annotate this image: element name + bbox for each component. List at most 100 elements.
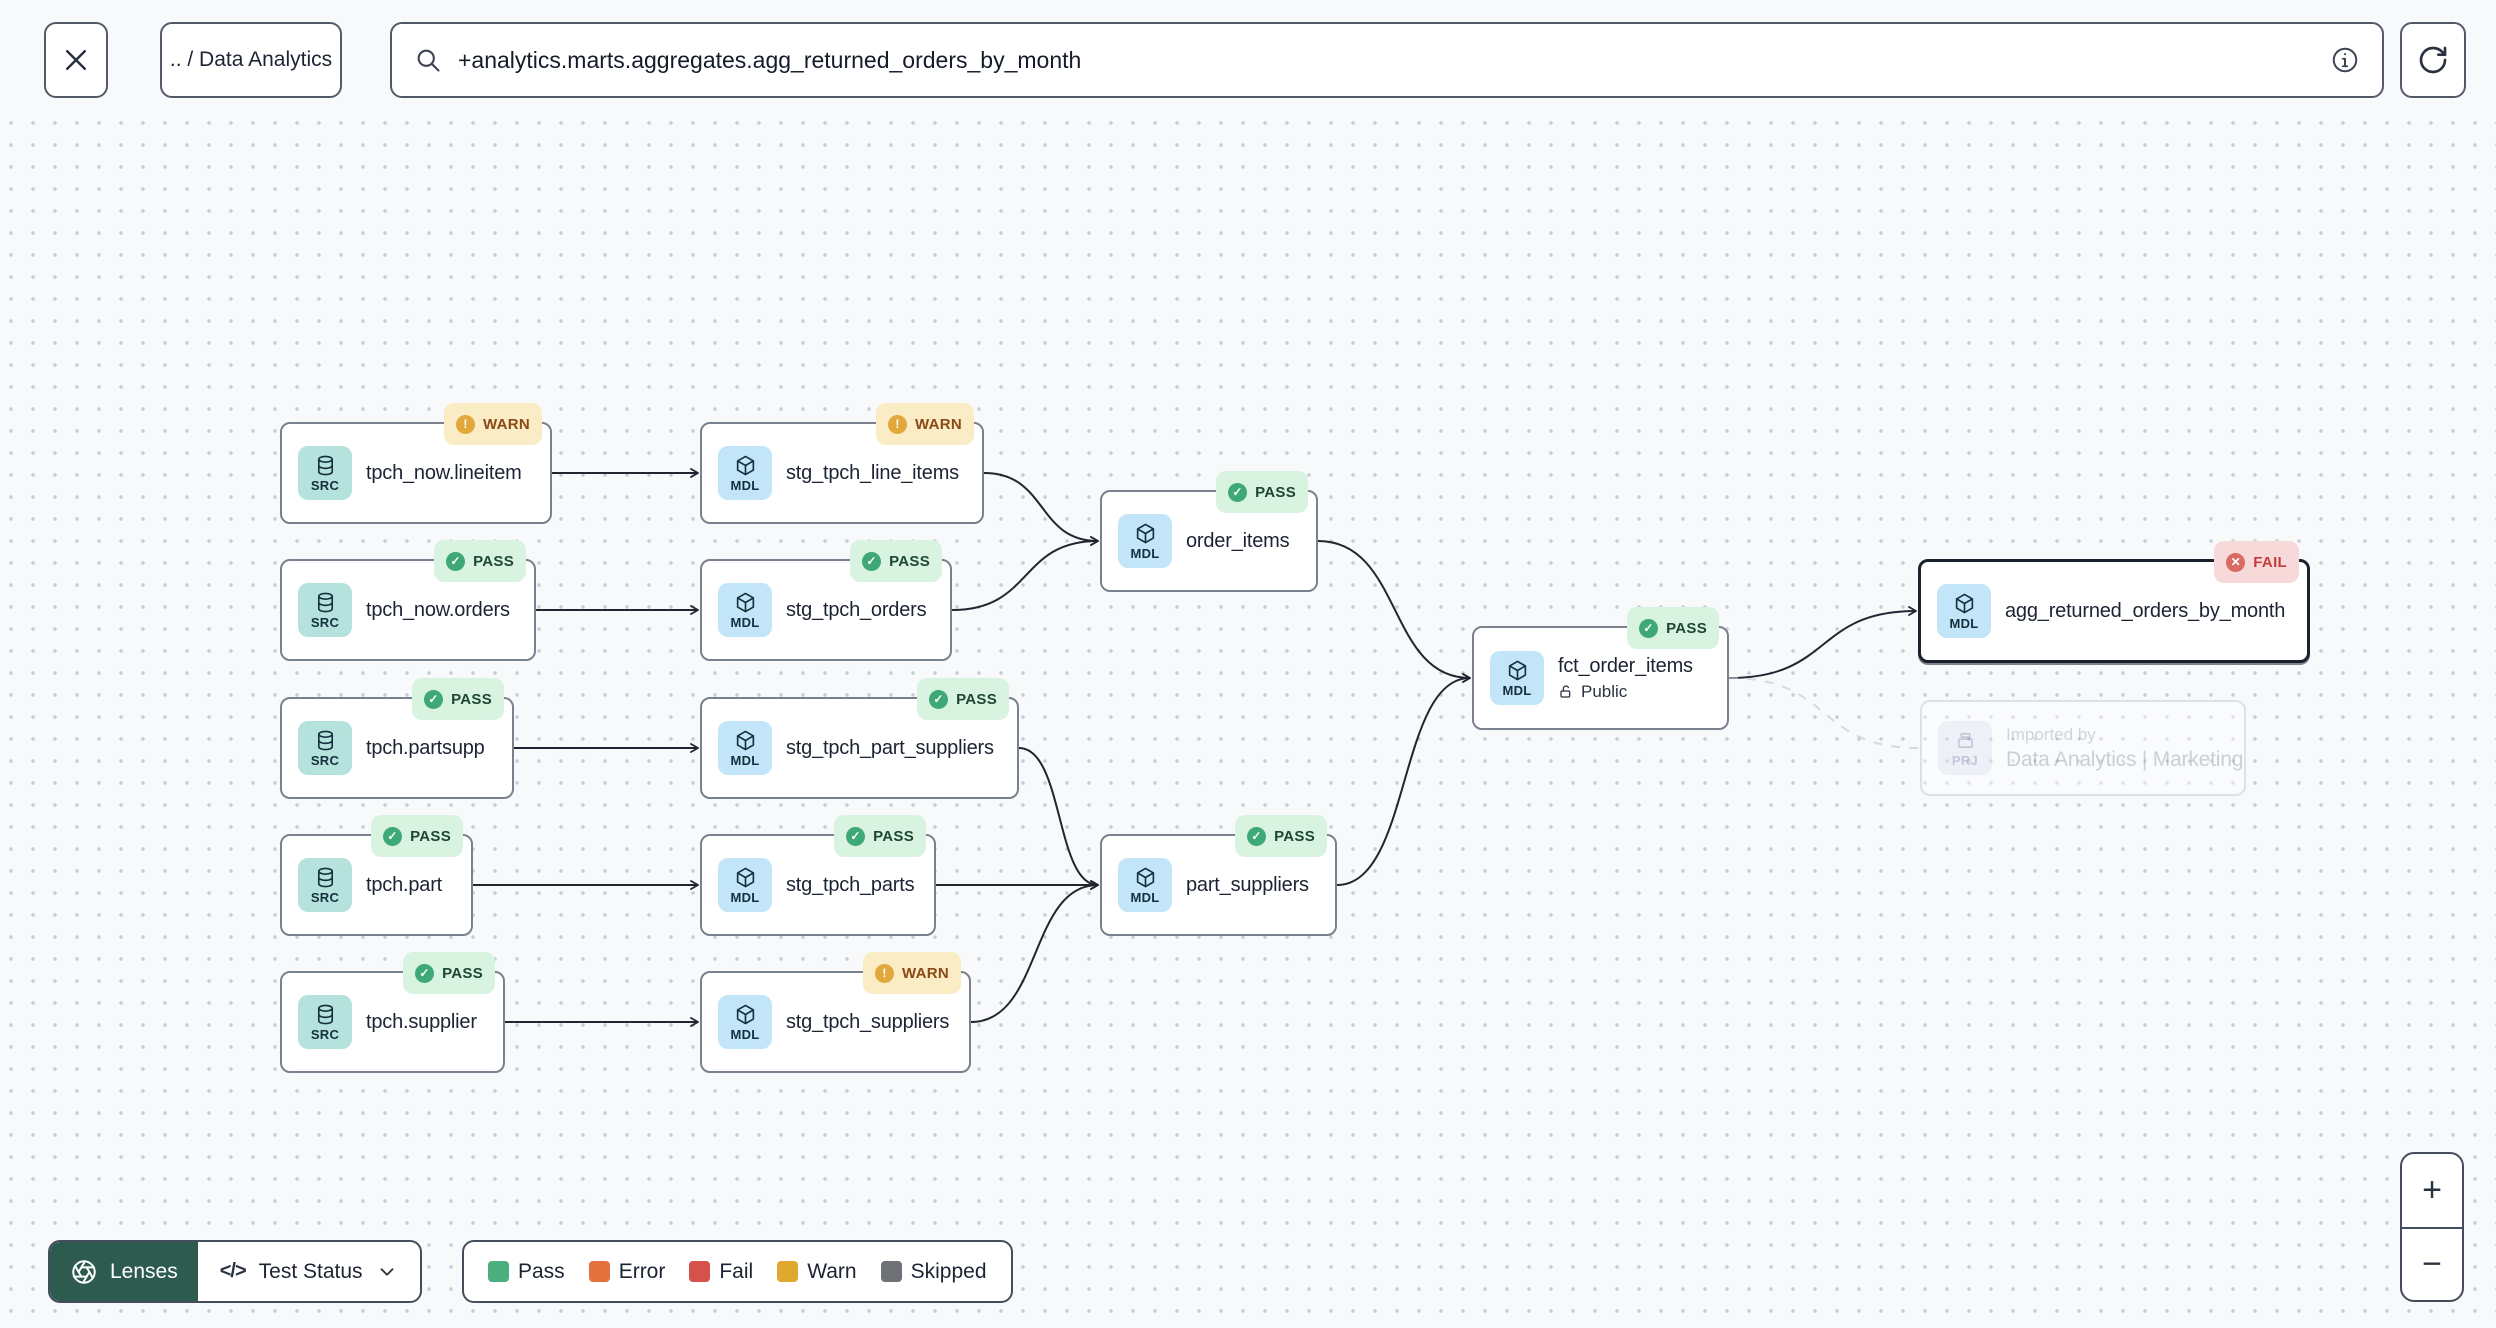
status-badge-warn: !WARN [875,403,974,445]
project-icon: PRJ [1938,721,1992,775]
info-icon[interactable] [2330,45,2360,75]
node-title: tpch.supplier [366,1010,477,1033]
status-badge-warn: !WARN [862,952,961,994]
node-title: stg_tpch_suppliers [786,1010,950,1033]
node-title: stg_tpch_part_suppliers [786,736,994,759]
breadcrumb[interactable]: .. / Data Analytics [160,22,342,98]
node-labels: stg_tpch_part_suppliers [786,737,994,760]
status-badge-pass: ✓PASS [850,540,942,582]
legend-label: Error [618,1259,666,1283]
status-dot-icon: ✕ [2226,552,2246,572]
cube-icon: MDL [1937,584,1991,638]
cube-icon: MDL [718,446,772,500]
legend-item-error: Error [588,1259,666,1284]
breadcrumb-label: .. / Data Analytics [169,48,333,71]
status-dot-icon: ✓ [415,963,435,983]
close-button[interactable] [44,22,108,98]
close-icon [61,45,91,75]
cube-icon: MDL [1118,514,1172,568]
cube-icon: MDL [1118,858,1172,912]
status-badge-pass: ✓PASS [917,678,1009,720]
node-title: Data Analytics | Marketing [2006,747,2244,771]
status-badge-warn: !WARN [443,403,542,445]
status-dot-icon: ✓ [446,551,466,571]
node-labels: part_suppliers [1186,874,1309,897]
database-icon: SRC [298,858,352,912]
node-tpch_now_lineitem[interactable]: SRC tpch_now.lineitem !WARN [280,403,552,524]
node-title: tpch_now.orders [366,598,510,621]
node-labels: stg_tpch_parts [786,873,915,897]
node-agg_returned_orders_by_month[interactable]: MDL agg_returned_orders_by_month ✕FAIL [1918,541,2310,663]
status-badge-pass: ✓PASS [1235,815,1327,857]
status-dot-icon: ✓ [862,551,882,571]
refresh-button[interactable] [2400,22,2466,98]
cube-icon: MDL [1490,651,1544,705]
node-title: tpch_now.lineitem [366,461,522,484]
status-dot-icon: ✓ [929,689,949,709]
lock-open-icon [1558,684,1574,700]
zoom-out-button[interactable]: − [2402,1227,2462,1300]
lenses-button[interactable]: Lenses [50,1242,198,1301]
status-dot-icon: ! [455,414,475,434]
cube-icon: MDL [718,995,772,1049]
legend-swatch [880,1261,902,1282]
node-title: tpch.part [366,873,443,896]
status-badge-pass: ✓PASS [371,815,463,857]
active-lens-label: Test Status [258,1259,363,1283]
legend-swatch [689,1261,711,1282]
status-dot-icon: ✓ [846,826,866,846]
node-title: stg_tpch_line_items [786,461,959,484]
node-imported-by-label: Imported by [2006,724,2096,744]
aperture-icon [70,1258,98,1286]
node-labels: agg_returned_orders_by_month [2005,600,2285,623]
status-dot-icon: ! [887,414,907,434]
node-labels: tpch.part [366,874,442,897]
lens-selector[interactable]: </> Test Status [198,1242,420,1301]
cube-icon: MDL [718,721,772,775]
node-title: order_items [1186,529,1290,552]
database-icon: SRC [298,446,352,500]
node-labels: Imported by Data Analytics | Marketing [2006,724,2244,772]
node-imported_by[interactable]: PRJ Imported by Data Analytics | Marketing [1920,700,2246,796]
node-labels: stg_tpch_line_items [786,462,959,485]
lenses-label: Lenses [110,1259,178,1283]
node-stg_tpch_line_items[interactable]: MDL stg_tpch_line_items !WARN [700,403,984,524]
node-labels: stg_tpch_suppliers [786,1011,949,1034]
database-icon: SRC [298,721,352,775]
node-title: stg_tpch_parts [786,873,915,896]
search-bar[interactable]: +analytics.marts.aggregates.agg_returned… [390,22,2384,98]
zoom-in-button[interactable]: + [2422,1171,2442,1209]
node-stg_tpch_part_suppliers[interactable]: MDL stg_tpch_part_suppliers ✓PASS [700,678,1019,799]
status-dot-icon: ✓ [1247,826,1267,846]
legend-item-skipped: Skipped [880,1260,987,1284]
search-input[interactable]: +analytics.marts.aggregates.agg_returned… [458,46,1082,73]
status-badge-fail: ✕FAIL [2214,541,2299,583]
node-part_suppliers[interactable]: MDL part_suppliers ✓PASS [1100,815,1337,936]
status-dot-icon: ✓ [1639,618,1659,638]
status-badge-pass: ✓PASS [1627,607,1719,649]
legend-label: Pass [518,1259,565,1283]
status-dot-icon: ! [874,963,894,983]
status-dot-icon: ✓ [383,826,403,846]
code-icon: </> [219,1260,247,1282]
zoom-controls: + − [2400,1152,2464,1302]
node-title: agg_returned_orders_by_month [2005,599,2286,622]
node-stg_tpch_suppliers[interactable]: MDL stg_tpch_suppliers !WARN [700,952,971,1073]
status-dot-icon: ✓ [1228,482,1248,502]
node-access-label: Public [1558,682,1693,702]
legend-label: Warn [807,1259,857,1283]
node-tpch_part[interactable]: SRC tpch.part ✓PASS [280,815,473,936]
legend-item-warn: Warn [777,1259,857,1284]
legend-item-pass: Pass [488,1260,565,1284]
database-icon: SRC [298,583,352,637]
refresh-icon [2417,44,2449,76]
